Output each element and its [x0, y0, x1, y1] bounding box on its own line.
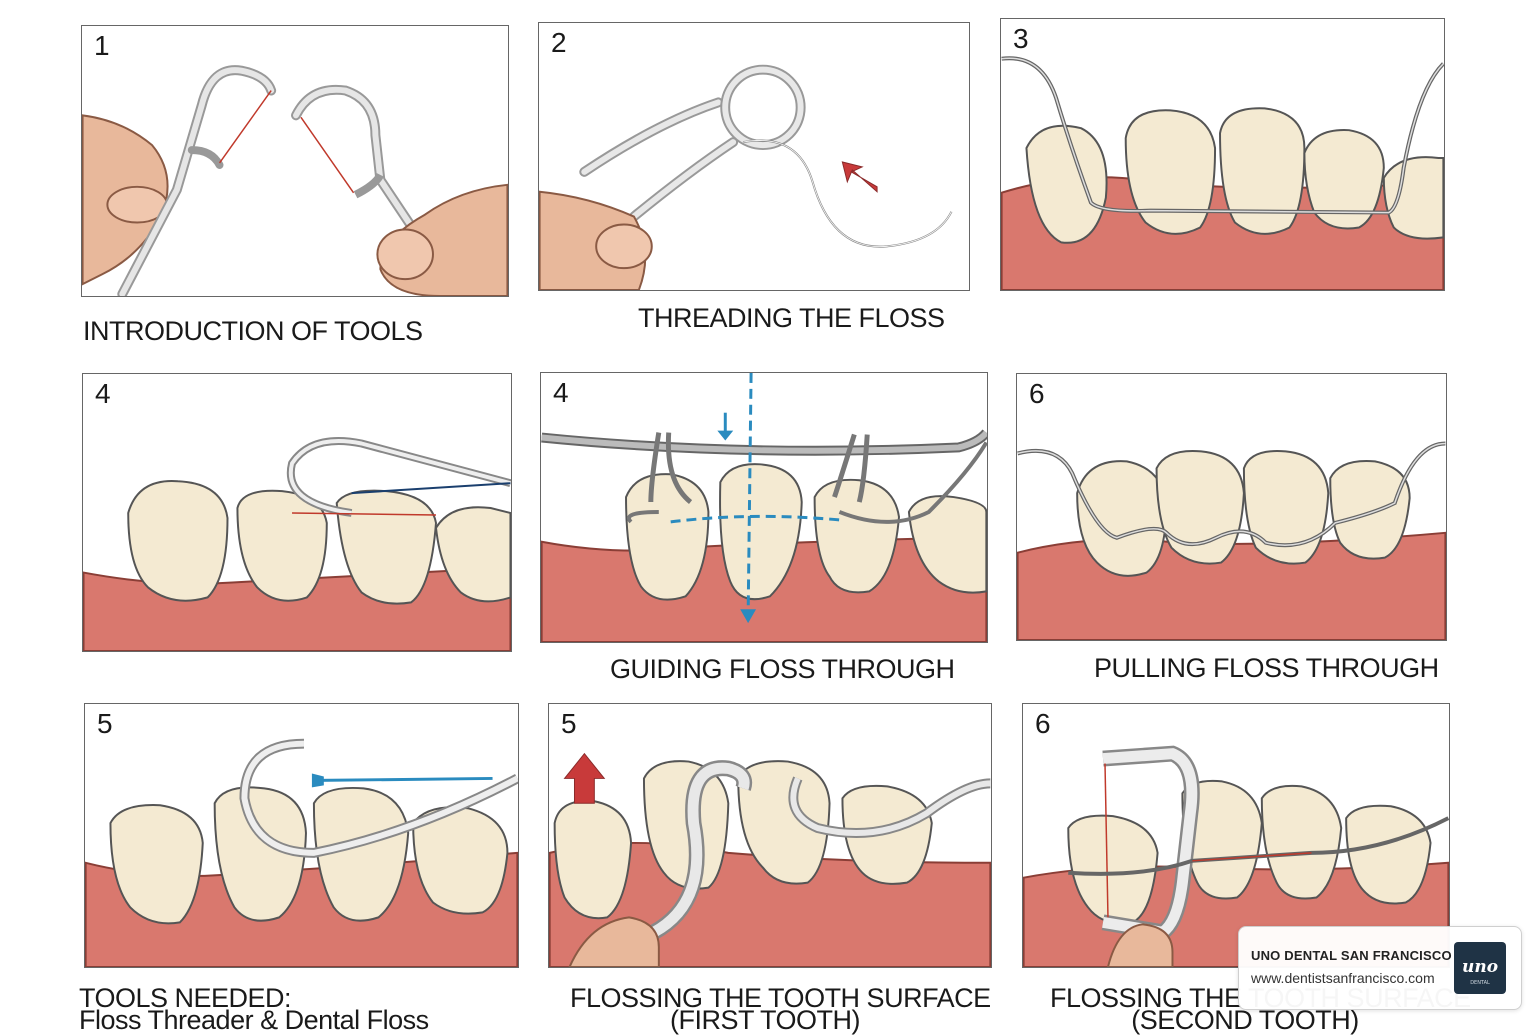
panel-pulling-floss-through: 6 [1016, 373, 1447, 641]
logo-subtext: DENTAL [1470, 980, 1490, 986]
step-number: 4 [95, 378, 111, 409]
caption-introduction-of-tools: INTRODUCTION OF TOOLS [83, 316, 423, 346]
caption-tools-needed-line1: TOOLS NEEDED: [79, 983, 292, 1013]
step-number: 6 [1029, 378, 1045, 409]
guiding-floss-illustration [541, 373, 987, 642]
step-number: 2 [551, 27, 567, 58]
panel-tools-needed: 5 [84, 703, 519, 968]
pulling-floss-illustration [1017, 441, 1446, 640]
caption-tools-needed-line2: Floss Threader & Dental Floss [79, 1005, 429, 1035]
panel-step-4a: 4 [82, 373, 512, 652]
floss-threader-illustration [539, 64, 953, 290]
step-number: 1 [94, 30, 110, 61]
panel-introduction-of-tools: 1 [81, 25, 509, 297]
step-number: 5 [561, 708, 577, 739]
step-number: 5 [97, 708, 113, 739]
panel-flossing-first-tooth: 5 [548, 703, 992, 968]
floss-picks-illustration [82, 65, 508, 296]
caption-tools-needed: TOOLS NEEDED: Floss Threader & Dental Fl… [79, 983, 429, 1035]
panel-guiding-floss-through: 4 [540, 372, 988, 643]
caption-flossing-first-tooth: FLOSSING THE TOOTH SURFACE (FIRST TOOTH) [570, 983, 991, 1034]
step-number: 6 [1035, 708, 1051, 739]
logo-text: uno [1462, 957, 1498, 977]
watermark-clinic-name: UNO DENTAL SAN FRANCISCO [1251, 948, 1452, 963]
threader-between-teeth-illustration [83, 437, 511, 651]
uno-dental-watermark: UNO DENTAL SAN FRANCISCO www.dentistsanf… [1238, 926, 1522, 1010]
flossing-first-tooth-illustration [549, 752, 991, 967]
watermark-url: www.dentistsanfrancisco.com [1251, 970, 1435, 986]
threader-and-floss-illustration [85, 738, 518, 967]
caption-pulling-floss-through: PULLING FLOSS THROUGH [1094, 653, 1439, 683]
panel-threading-the-floss: 2 [538, 22, 970, 291]
uno-dental-logo-icon: uno DENTAL [1454, 942, 1506, 994]
teeth-floss-illustration [1001, 56, 1444, 290]
caption-threading-the-floss: THREADING THE FLOSS [638, 303, 945, 333]
step-number: 3 [1013, 23, 1029, 54]
caption-flossing-first-tooth-line1: FLOSSING THE TOOTH SURFACE [570, 983, 991, 1013]
step-number: 4 [553, 377, 569, 408]
caption-guiding-floss-through: GUIDING FLOSS THROUGH [610, 654, 955, 684]
panel-step-3: 3 [1000, 18, 1445, 291]
